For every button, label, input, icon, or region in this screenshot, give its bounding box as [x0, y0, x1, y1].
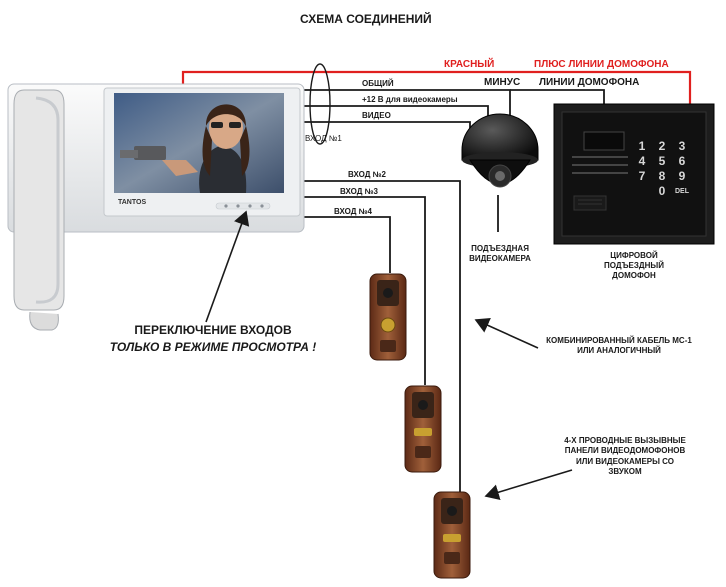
intercom-caption: ЦИФРОВОЙ ПОДЪЕЗДНЫЙ ДОМОФОН: [604, 251, 664, 280]
minus-label: МИНУС: [484, 77, 521, 88]
screen-figure: [120, 104, 250, 193]
key-4: 4: [638, 154, 646, 168]
input-2-label: ВХОД №2: [348, 170, 387, 179]
key-3: 3: [678, 139, 686, 153]
key-5: 5: [658, 154, 666, 168]
cable-bundle-ellipse: [309, 63, 331, 145]
input-switch-line-2: ТОЛЬКО В РЕЖИМЕ ПРОСМОТРА !: [109, 340, 317, 354]
input-switch-note: ПЕРЕКЛЮЧЕНИЕ ВХОДОВ ТОЛЬКО В РЕЖИМЕ ПРОС…: [108, 324, 318, 353]
key-7: 7: [638, 169, 646, 183]
key-1: 1: [638, 139, 646, 153]
input-3-label: ВХОД №3: [340, 187, 379, 196]
input-1-label: ВХОД №1: [305, 134, 342, 143]
keypad-grid: 1 2 3 4 5 6 7 8 9 0 DEL: [632, 140, 692, 197]
call-panel-icon: [404, 385, 442, 473]
key-0: 0: [658, 184, 666, 198]
common-wire-label: ОБЩИЙ: [362, 79, 394, 88]
input-4-label: ВХОД №4: [334, 207, 373, 216]
wire-video: [290, 121, 471, 132]
arrow-icon: [484, 469, 573, 500]
panels-note: 4-Х ПРОВОДНЫЕ ВЫЗЫВНЫЕ ПАНЕЛИ ВИДЕОДОМОФ…: [564, 436, 686, 477]
plus-line-label: ПЛЮС ЛИНИИ ДОМОФОНА: [534, 59, 669, 70]
dome-camera-icon: [461, 113, 539, 188]
red-wire-label: КРАСНЫЙ: [444, 59, 495, 70]
arrow-icon: [474, 317, 539, 349]
diagram-title: СХЕМА СОЕДИНЕНИЙ: [300, 12, 432, 26]
monitor-screen: [114, 93, 284, 193]
key-2: 2: [658, 139, 666, 153]
camera-caption: ПОДЪЕЗДНАЯ ВИДЕОКАМЕРА: [469, 244, 531, 263]
key-del: DEL: [675, 188, 689, 195]
call-panel-icon: [433, 491, 471, 579]
video-monitor: [7, 83, 305, 233]
video-wire-label: ВИДЕО: [362, 111, 391, 120]
key-9: 9: [678, 169, 686, 183]
wire-input-2: [300, 180, 461, 492]
key-spacer: [632, 185, 652, 197]
wire-input-4: [300, 216, 391, 273]
wire-input-3: [300, 196, 426, 385]
call-panel-icon: [369, 273, 407, 361]
monitor-brand: TANTOS: [118, 199, 147, 206]
power-wire-label: +12 В для видеокамеры: [362, 95, 458, 104]
input-switch-line-1: ПЕРЕКЛЮЧЕНИЕ ВХОДОВ: [134, 323, 292, 337]
cable-note: КОМБИНИРОВАННЫЙ КАБЕЛЬ МС-1 ИЛИ АНАЛОГИЧ…: [546, 336, 692, 356]
key-8: 8: [658, 169, 666, 183]
key-6: 6: [678, 154, 686, 168]
arrow-icon: [205, 210, 250, 323]
intercom-line-label: ЛИНИИ ДОМОФОНА: [539, 77, 640, 88]
handset-icon: [13, 89, 65, 331]
keypad-icon: [553, 103, 715, 245]
